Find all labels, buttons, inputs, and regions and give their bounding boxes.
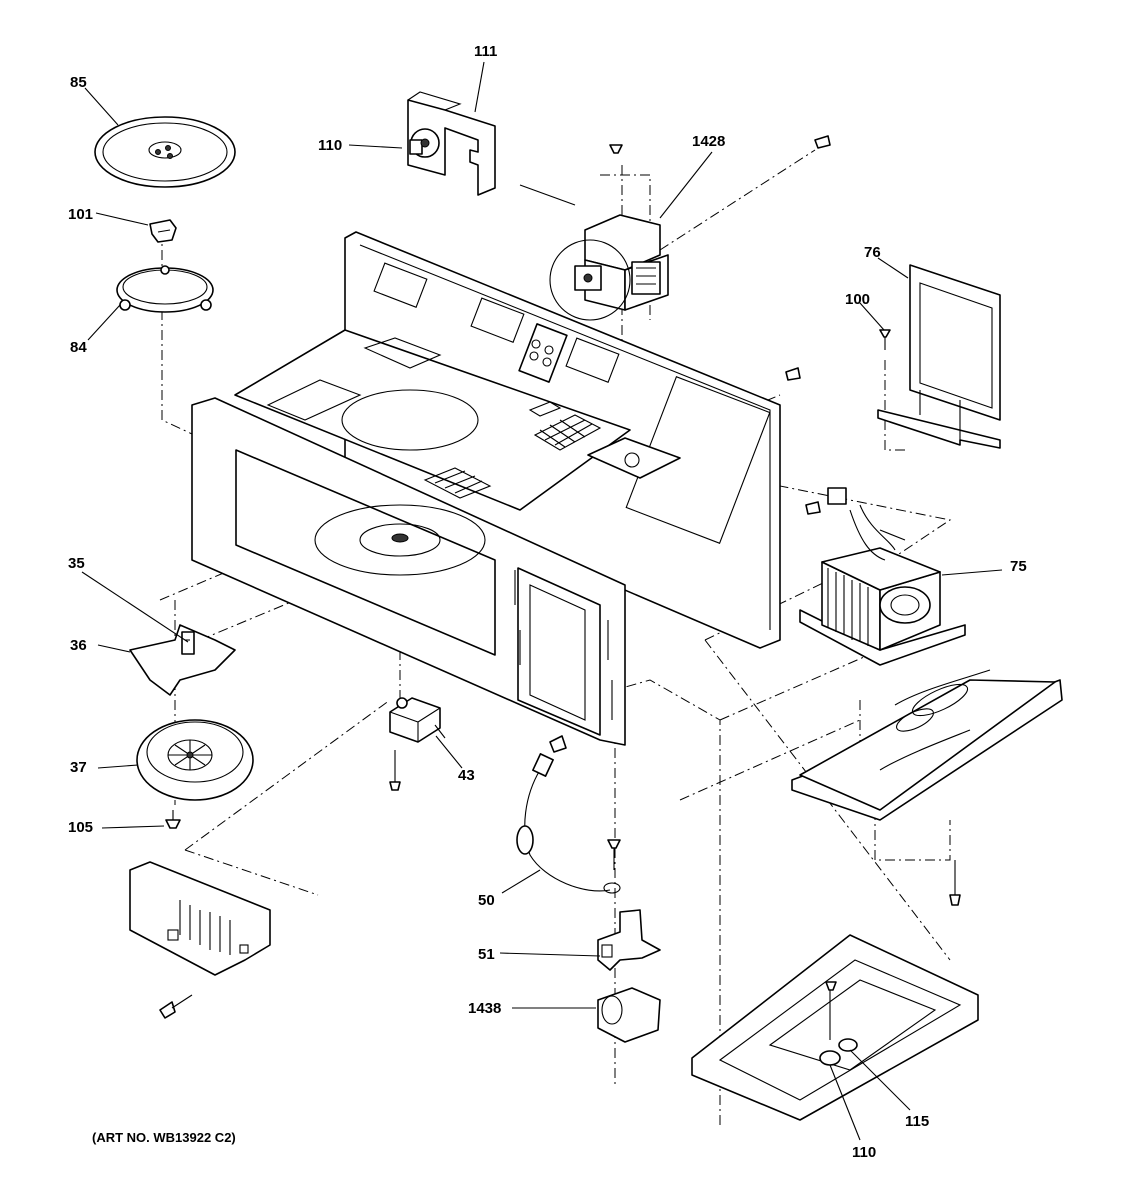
screw-right-top xyxy=(549,135,831,753)
roller-ring xyxy=(116,265,214,313)
label-51: 51 xyxy=(478,946,495,963)
label-1428: 1428 xyxy=(692,133,725,150)
base-plate xyxy=(791,669,1063,821)
leader-lines xyxy=(81,61,1003,1141)
bottom-plate xyxy=(691,934,979,1121)
screw-105 xyxy=(165,810,181,829)
label-85: 85 xyxy=(70,74,87,91)
label-84: 84 xyxy=(70,339,87,356)
label-100: 100 xyxy=(845,291,870,308)
top-vent-grid xyxy=(423,414,602,499)
label-75: 75 xyxy=(1010,558,1027,575)
label-37: 37 xyxy=(70,759,87,776)
label-105: 105 xyxy=(68,819,93,836)
label-35: 35 xyxy=(68,555,85,572)
screw-100 xyxy=(879,329,891,350)
screw-vent xyxy=(159,994,193,1019)
screw-switch xyxy=(607,839,621,870)
high-voltage-transformer xyxy=(799,487,966,666)
label-36: 36 xyxy=(70,637,87,654)
interlock-switch xyxy=(597,987,661,1043)
turntable-motor xyxy=(389,697,446,743)
part-labels: 85 101 84 111 110 1428 76 100 75 35 36 3… xyxy=(68,43,1027,1161)
turntable-coupler xyxy=(149,219,177,243)
thermal-cutout-bracket xyxy=(407,91,496,196)
label-110-bottom: 110 xyxy=(852,1144,876,1161)
label-1438: 1438 xyxy=(468,1000,501,1017)
ground-wire-harness xyxy=(516,753,621,894)
label-76: 76 xyxy=(864,244,881,261)
stirrer-blade xyxy=(129,624,236,696)
label-101: 101 xyxy=(68,206,93,223)
thermal-cutout-switch-top xyxy=(409,128,440,158)
label-111: 111 xyxy=(474,43,497,60)
magnetron xyxy=(519,184,669,321)
art-number: (ART NO. WB13922 C2) xyxy=(92,1130,236,1145)
label-115: 115 xyxy=(905,1113,929,1130)
interlock-bracket xyxy=(597,909,661,971)
label-110-top: 110 xyxy=(318,137,342,154)
stirrer-cover xyxy=(136,719,254,801)
shield-panel xyxy=(877,264,1001,449)
label-50: 50 xyxy=(478,892,495,909)
turntable-glass-tray xyxy=(94,116,236,188)
oven-cavity xyxy=(191,231,781,746)
screw-motor xyxy=(389,750,401,791)
label-43: 43 xyxy=(458,767,475,784)
vent-cover xyxy=(129,861,271,976)
screw-right-bottom xyxy=(949,860,961,906)
